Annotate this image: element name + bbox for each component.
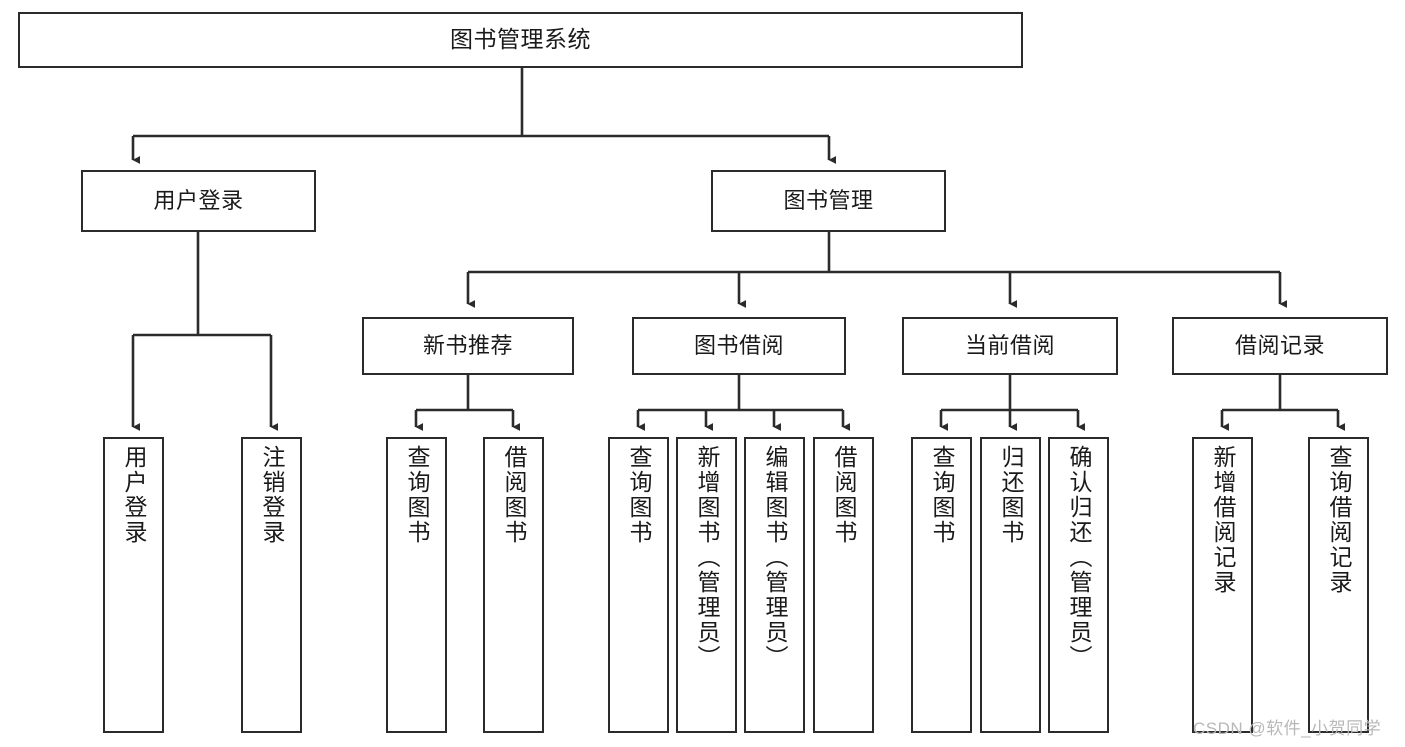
node-label: 新增借阅记录 — [1210, 445, 1236, 595]
leaf-book-borrow-add-book[interactable]: 新增图书（管理员） — [676, 437, 737, 733]
node-label: 新书推荐 — [422, 333, 513, 359]
connector-newbook-branch — [414, 375, 520, 431]
connector-borrowrecord-branch — [1220, 375, 1345, 431]
connector-root-to-level2 — [131, 68, 836, 164]
node-book-borrow[interactable]: 图书借阅 — [632, 317, 846, 375]
node-label: 编辑图书（管理员） — [762, 445, 788, 670]
node-current-borrow[interactable]: 当前借阅 — [902, 317, 1118, 375]
leaf-current-borrow-confirm-return[interactable]: 确认归还（管理员） — [1048, 437, 1109, 733]
connector-currentborrow-branch — [939, 375, 1085, 431]
node-label: 用户登录 — [121, 445, 147, 545]
leaf-borrow-record-query-record[interactable]: 查询借阅记录 — [1308, 437, 1369, 733]
node-root-system[interactable]: 图书管理系统 — [18, 12, 1023, 68]
leaf-book-borrow-query-book[interactable]: 查询图书 — [608, 437, 669, 733]
node-label: 用户登录 — [153, 188, 244, 214]
node-borrow-record[interactable]: 借阅记录 — [1172, 317, 1388, 375]
node-label: 图书管理系统 — [450, 26, 591, 53]
leaf-borrow-record-add-record[interactable]: 新增借阅记录 — [1192, 437, 1253, 733]
leaf-current-borrow-query-book[interactable]: 查询图书 — [911, 437, 972, 733]
node-label: 查询借阅记录 — [1326, 445, 1352, 595]
node-label: 借阅图书 — [831, 445, 857, 545]
node-label: 确认归还（管理员） — [1066, 445, 1092, 670]
node-new-book-recommend[interactable]: 新书推荐 — [362, 317, 574, 375]
connector-bookborrow-branch — [636, 375, 850, 431]
leaf-book-borrow-borrow-book[interactable]: 借阅图书 — [813, 437, 874, 733]
node-label: 查询图书 — [929, 445, 955, 545]
leaf-new-book-query-book[interactable]: 查询图书 — [386, 437, 447, 733]
leaf-user-login-login[interactable]: 用户登录 — [103, 437, 164, 733]
connector-bookmgmt-branch — [466, 232, 1287, 308]
connector-userlogin-branch — [131, 232, 278, 431]
node-label: 图书借阅 — [693, 333, 784, 359]
node-label: 查询图书 — [404, 445, 430, 545]
node-label: 当前借阅 — [964, 333, 1055, 359]
node-label: 归还图书 — [998, 445, 1024, 545]
node-label: 注销登录 — [259, 445, 285, 545]
node-label: 借阅图书 — [501, 445, 527, 545]
node-label: 新增图书（管理员） — [694, 445, 720, 670]
node-book-management[interactable]: 图书管理 — [711, 170, 946, 232]
leaf-user-login-logout[interactable]: 注销登录 — [241, 437, 302, 733]
watermark-csdn: CSDN @软件_小贺同学 — [1193, 719, 1382, 738]
leaf-new-book-borrow-book[interactable]: 借阅图书 — [483, 437, 544, 733]
node-label: 图书管理 — [783, 188, 874, 214]
node-label: 借阅记录 — [1234, 333, 1325, 359]
node-user-login[interactable]: 用户登录 — [81, 170, 316, 232]
leaf-current-borrow-return-book[interactable]: 归还图书 — [980, 437, 1041, 733]
leaf-book-borrow-edit-book[interactable]: 编辑图书（管理员） — [744, 437, 805, 733]
node-label: 查询图书 — [626, 445, 652, 545]
